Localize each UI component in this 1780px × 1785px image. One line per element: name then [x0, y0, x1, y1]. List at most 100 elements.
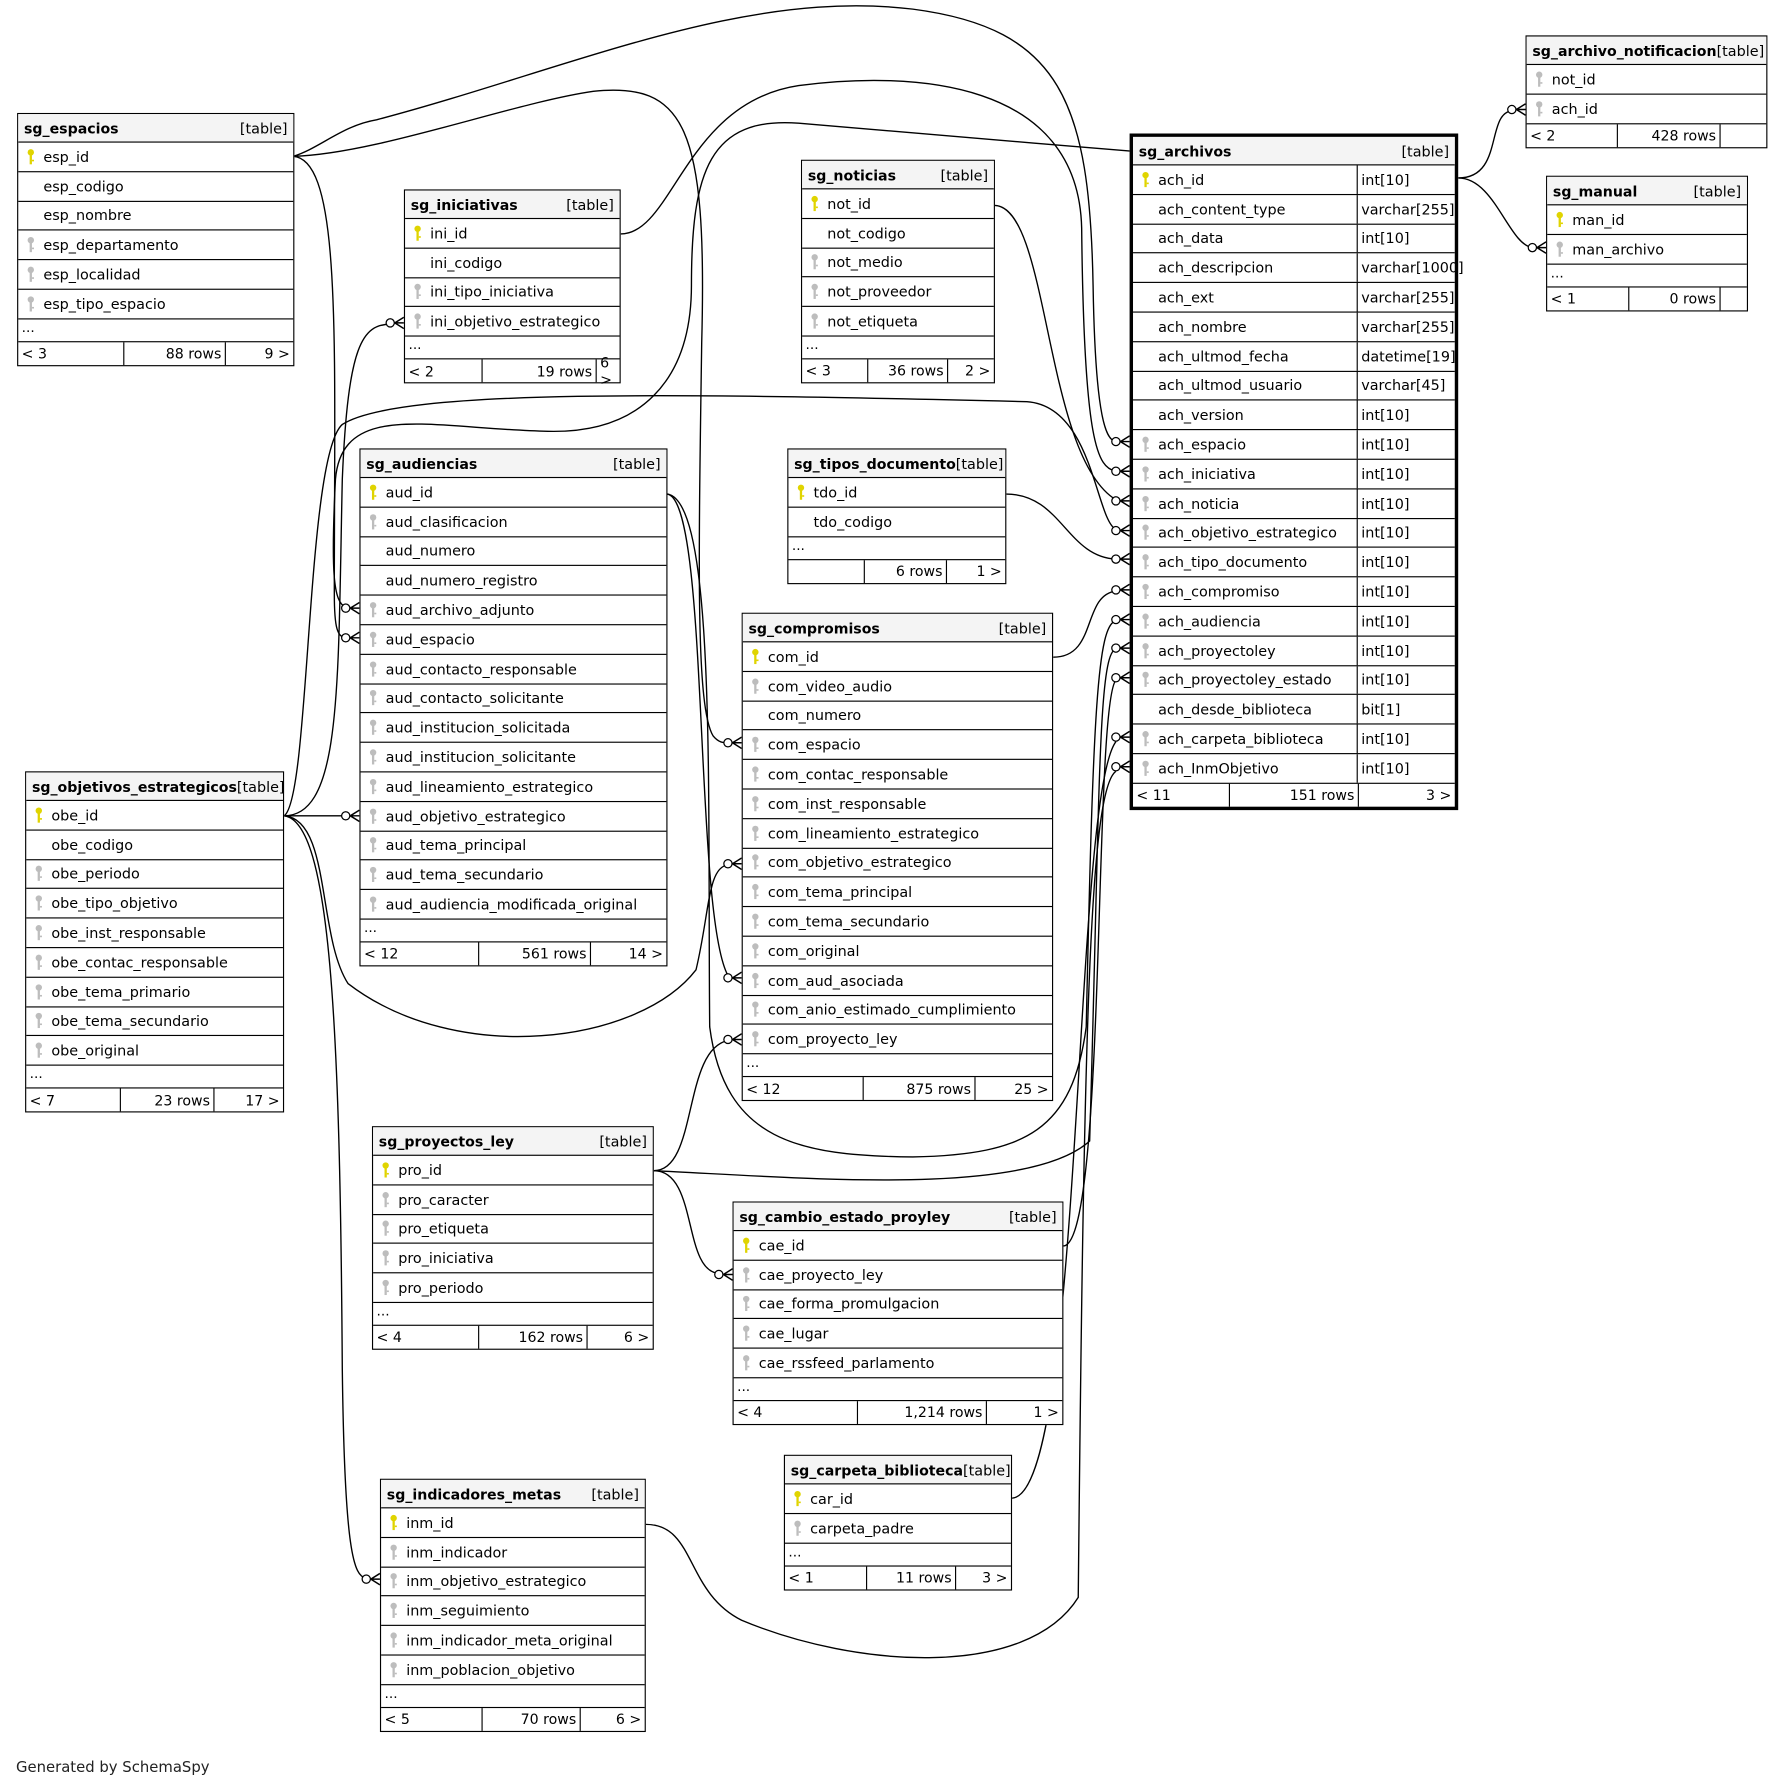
column-row[interactable]: obe_id: [26, 801, 283, 831]
more-columns[interactable]: ...: [785, 1543, 1011, 1567]
column-row[interactable]: aud_contacto_solicitante: [360, 684, 667, 714]
column-row[interactable]: tdo_codigo: [788, 508, 1006, 537]
column-row[interactable]: com_objetivo_estrategico: [742, 848, 1053, 878]
column-row[interactable]: aud_espacio: [360, 625, 667, 655]
table-name[interactable]: sg_compromisos: [748, 618, 880, 637]
parents-count[interactable]: < 11: [1133, 783, 1230, 807]
column-row[interactable]: pro_etiqueta: [373, 1215, 653, 1245]
column-row[interactable]: inm_seguimiento: [381, 1597, 645, 1627]
table-name[interactable]: sg_noticias: [807, 166, 897, 184]
parents-count[interactable]: < 3: [802, 359, 869, 383]
column-row[interactable]: pro_periodo: [373, 1274, 653, 1304]
table-name[interactable]: sg_indicadores_metas: [386, 1485, 562, 1503]
children-count[interactable]: 9 >: [264, 344, 290, 363]
parents-count[interactable]: < 2: [405, 359, 483, 383]
column-row[interactable]: com_proyecto_ley: [742, 1025, 1053, 1055]
column-row[interactable]: obe_contac_responsable: [26, 948, 283, 978]
column-row[interactable]: com_contac_responsable: [742, 760, 1053, 790]
parents-count[interactable]: < 3: [18, 342, 125, 365]
column-row[interactable]: com_lineamiento_estrategico: [742, 819, 1053, 849]
parents-count[interactable]: < 5: [381, 1707, 483, 1731]
table-name[interactable]: sg_carpeta_biblioteca: [790, 1461, 964, 1479]
column-row[interactable]: obe_tipo_objetivo: [26, 889, 283, 919]
more-columns[interactable]: ...: [788, 537, 1006, 560]
children-count[interactable]: 1 >: [976, 562, 1002, 580]
column-row[interactable]: aud_institucion_solicitante: [360, 743, 667, 773]
column-row[interactable]: tdo_id: [788, 478, 1006, 508]
more-columns[interactable]: ...: [18, 319, 294, 343]
column-row[interactable]: cae_rssfeed_parlamento: [733, 1349, 1063, 1379]
column-row[interactable]: aud_clasificacion: [360, 508, 667, 537]
column-row[interactable]: obe_tema_secundario: [26, 1007, 283, 1037]
more-columns[interactable]: ...: [360, 920, 667, 943]
parents-count[interactable]: < 7: [26, 1088, 121, 1112]
column-row[interactable]: com_anio_estimado_cumplimiento: [742, 996, 1053, 1026]
more-columns[interactable]: ...: [26, 1066, 283, 1089]
column-row[interactable]: aud_numero_registro: [360, 566, 667, 596]
parents-count[interactable]: < 4: [373, 1325, 480, 1349]
more-columns[interactable]: ...: [802, 337, 994, 360]
column-row[interactable]: ini_tipo_iniciativa: [405, 278, 620, 308]
column-row[interactable]: com_aud_asociada: [742, 966, 1053, 996]
column-row[interactable]: man_archivo: [1547, 235, 1747, 265]
column-row[interactable]: inm_id: [381, 1508, 645, 1538]
column-row[interactable]: carpeta_padre: [785, 1514, 1011, 1544]
more-columns[interactable]: ...: [381, 1685, 645, 1708]
column-row[interactable]: obe_original: [26, 1036, 283, 1066]
column-row[interactable]: obe_periodo: [26, 860, 283, 890]
column-row[interactable]: com_espacio: [742, 731, 1053, 761]
children-count[interactable]: 17 >: [245, 1091, 280, 1109]
table-name[interactable]: sg_objetivos_estrategicos: [31, 777, 237, 795]
children-count[interactable]: 1 >: [1033, 1403, 1059, 1422]
parents-count[interactable]: < 2: [1527, 123, 1618, 147]
column-row[interactable]: aud_lineamiento_estrategico: [360, 772, 667, 802]
more-columns[interactable]: ...: [373, 1303, 653, 1326]
column-row[interactable]: aud_tema_secundario: [360, 861, 667, 891]
parents-count[interactable]: < 1: [1547, 287, 1630, 310]
column-row[interactable]: aud_id: [360, 478, 667, 508]
children-count[interactable]: 3 >: [982, 1568, 1008, 1587]
column-row[interactable]: esp_departamento: [18, 231, 294, 261]
column-row[interactable]: aud_archivo_adjunto: [360, 596, 667, 626]
children-count[interactable]: 2 >: [965, 362, 991, 380]
table-name[interactable]: sg_archivo_notificacion: [1532, 41, 1717, 59]
column-row[interactable]: ini_objetivo_estrategico: [405, 307, 620, 337]
column-row[interactable]: not_etiqueta: [802, 307, 994, 337]
children-count[interactable]: 25 >: [1014, 1080, 1049, 1098]
column-row[interactable]: aud_audiencia_modificada_original: [360, 890, 667, 920]
column-row[interactable]: aud_tema_principal: [360, 831, 667, 861]
parents-count[interactable]: < 12: [361, 942, 480, 966]
column-row[interactable]: aud_contacto_responsable: [360, 655, 667, 685]
column-row[interactable]: pro_id: [373, 1156, 653, 1186]
column-row[interactable]: cae_lugar: [733, 1319, 1063, 1349]
children-count[interactable]: 6 >: [623, 1328, 650, 1346]
column-row[interactable]: com_numero: [742, 701, 1053, 731]
column-row[interactable]: com_video_audio: [742, 672, 1053, 702]
column-row[interactable]: cae_forma_promulgacion: [733, 1290, 1063, 1320]
column-row[interactable]: ini_id: [405, 219, 620, 249]
column-row[interactable]: aud_institucion_solicitada: [360, 714, 667, 743]
column-row[interactable]: com_id: [742, 642, 1053, 672]
